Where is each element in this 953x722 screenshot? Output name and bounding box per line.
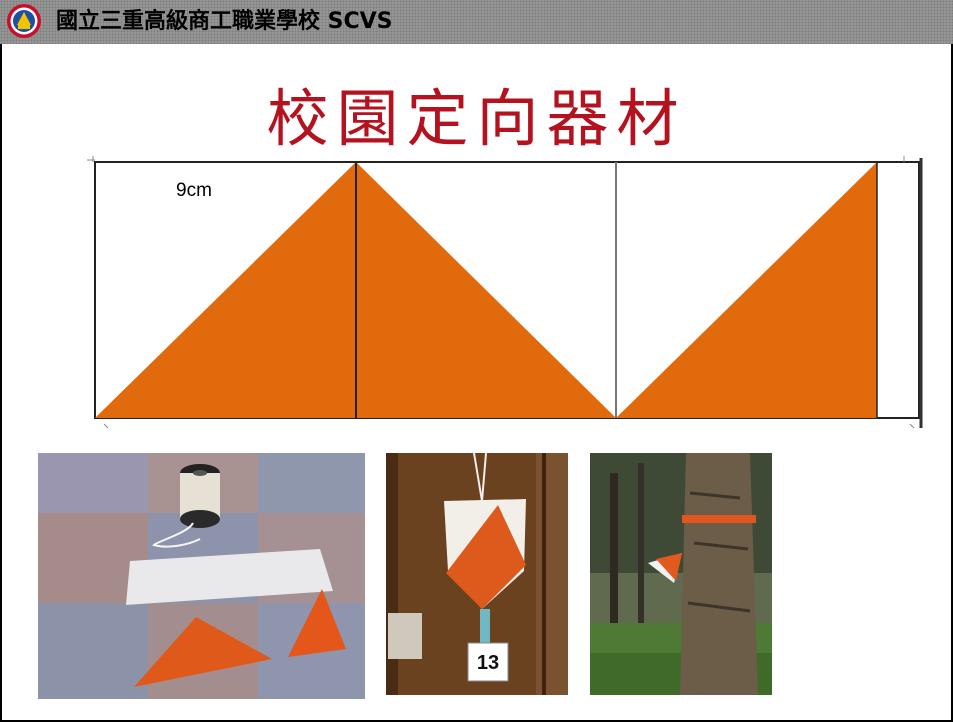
slide-title: 校園定向器材	[266, 82, 687, 155]
flag-template-diagram: 9cm 9cm	[87, 156, 923, 429]
flag-materials-photo	[38, 453, 365, 699]
tree-flag-photo	[590, 453, 772, 695]
crop-marks	[87, 156, 915, 429]
hanging-flag-photo: 13	[386, 453, 568, 695]
school-name: 國立三重高級商工職業學校 SCVS	[56, 9, 393, 34]
flag-triangle-3	[616, 162, 877, 418]
school-logo-icon	[7, 4, 41, 38]
control-number-tag: 13	[477, 652, 499, 674]
flag-triangle-1	[95, 162, 356, 418]
header-banner: 國立三重高級商工職業學校 SCVS	[0, 0, 953, 44]
flag-triangle-2	[356, 162, 616, 418]
width-label: 9cm	[176, 180, 212, 201]
